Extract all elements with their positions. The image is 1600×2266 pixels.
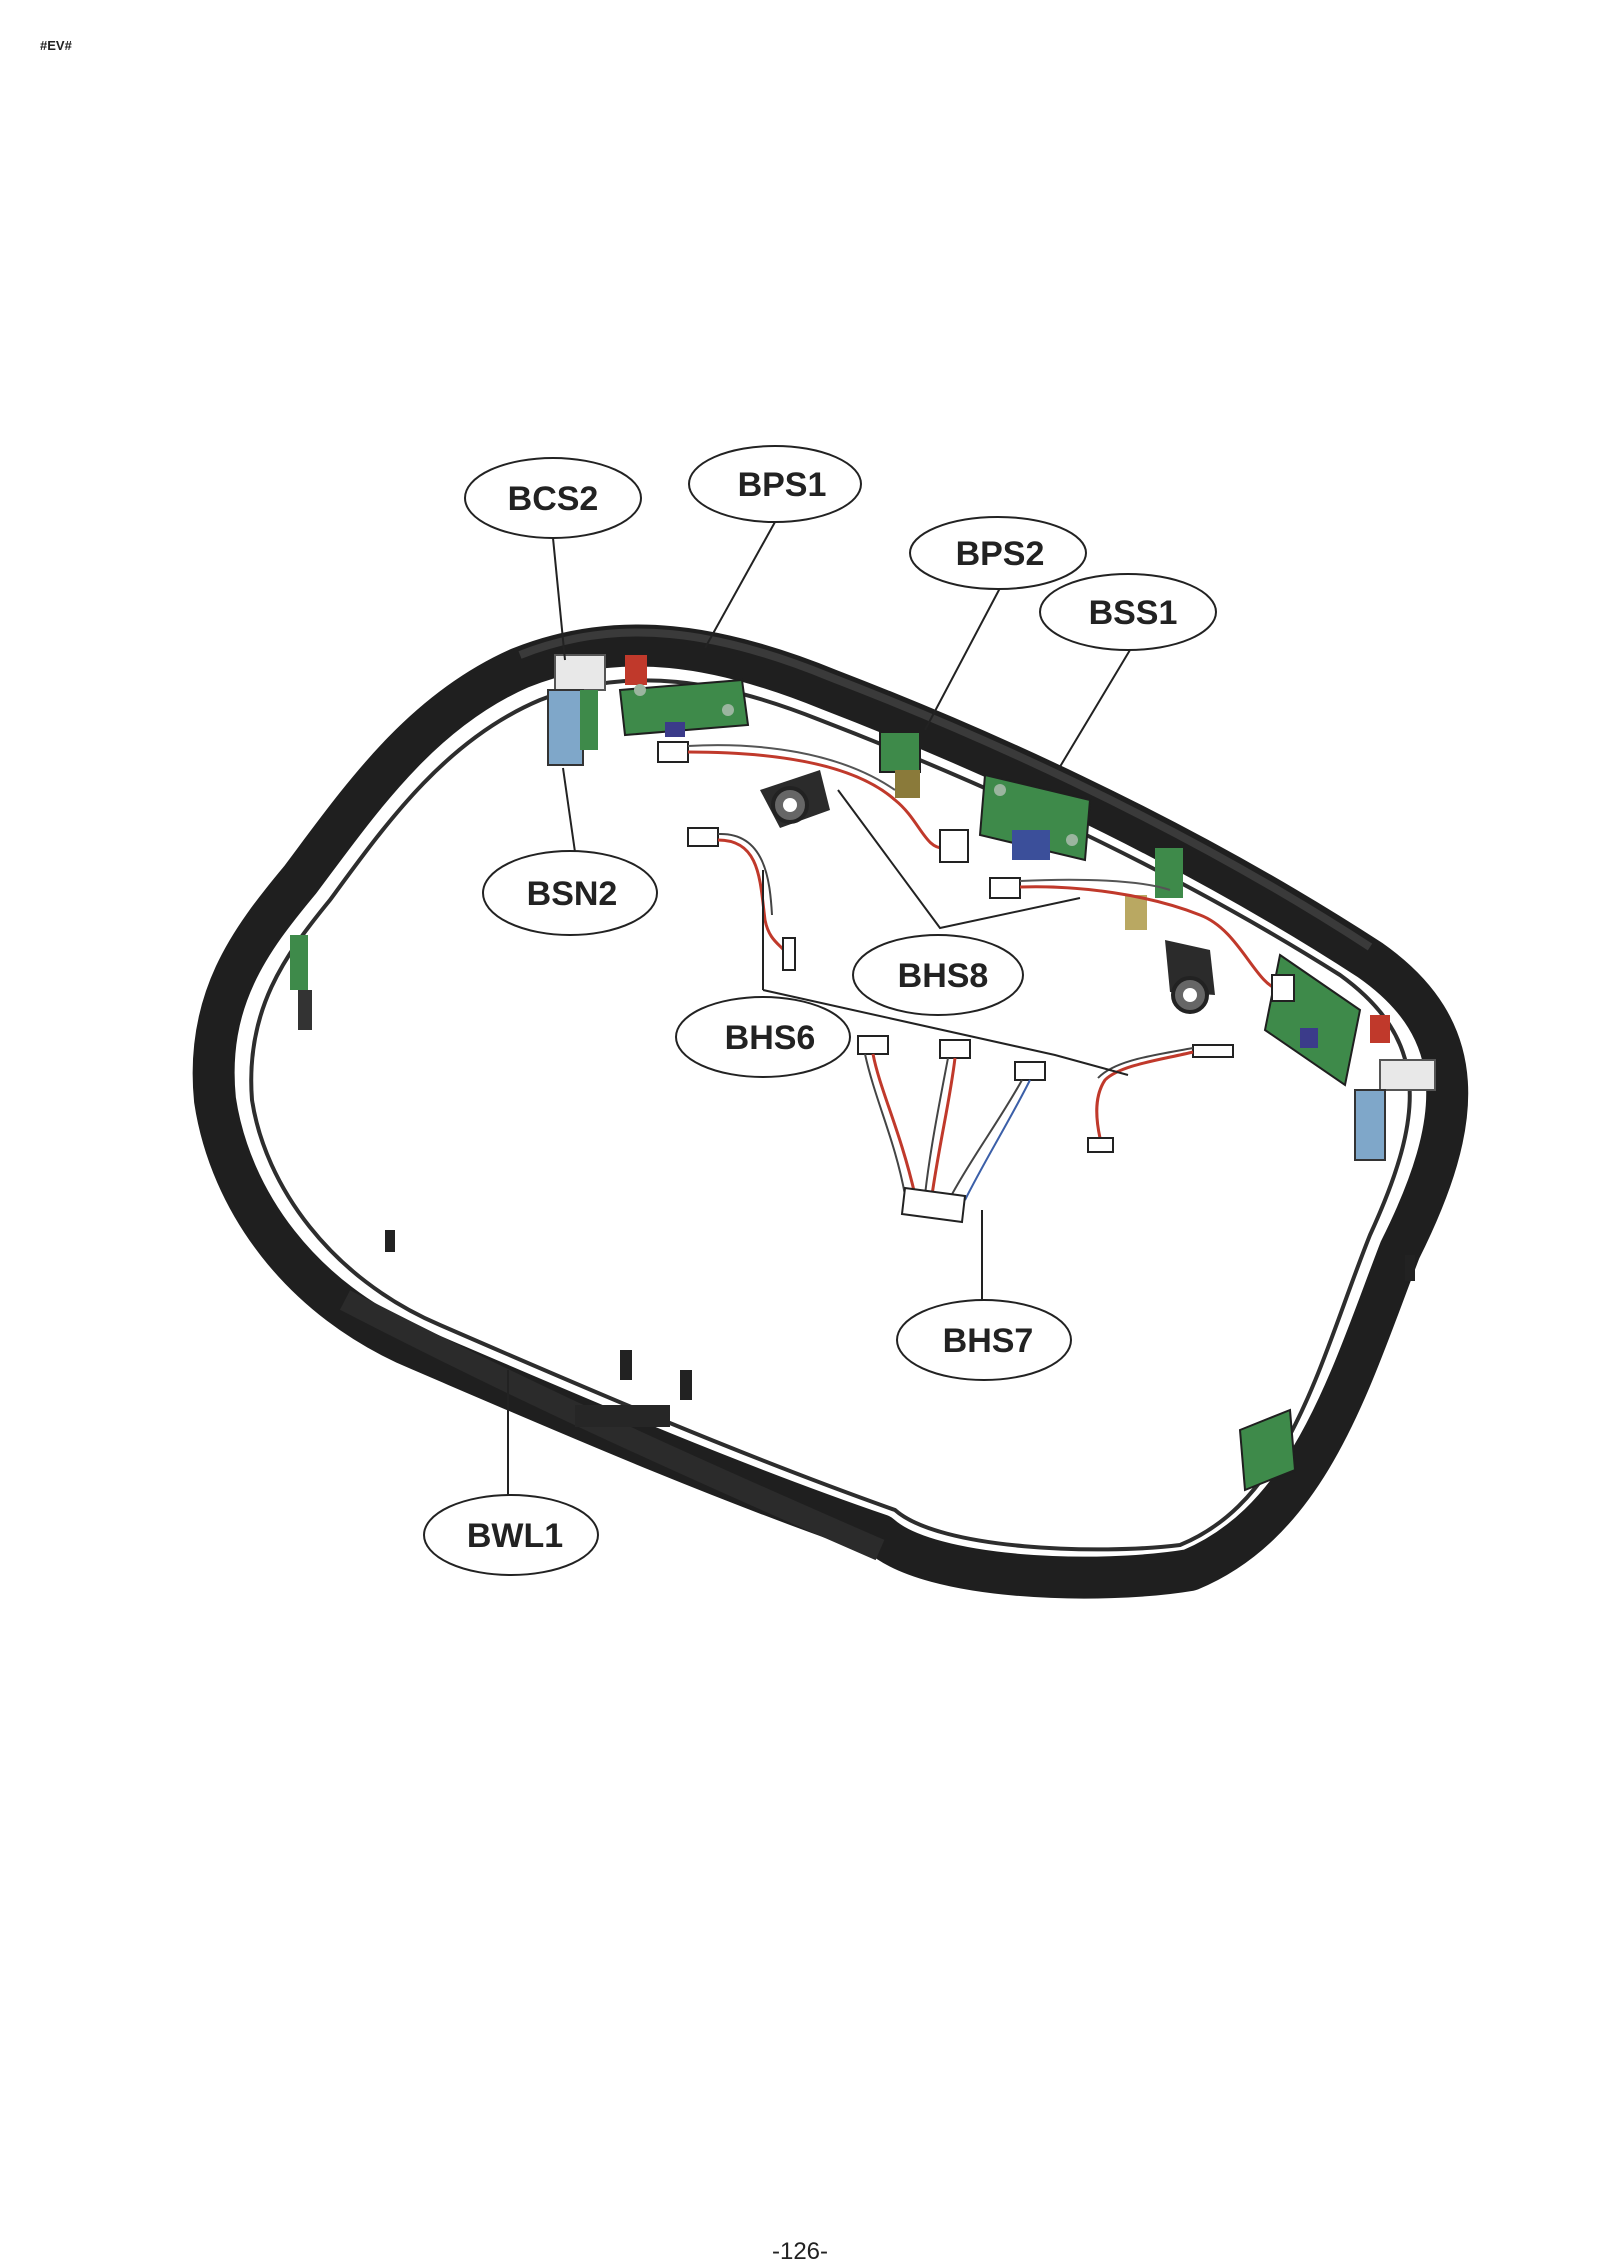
pcb-board [580, 690, 598, 750]
red-switch [1370, 1015, 1390, 1043]
harness-bhs7 [857, 1035, 1046, 1224]
page-number: -126- [771, 2238, 829, 2265]
ring-clip [680, 1370, 692, 1400]
callout-label: BSS1 [1089, 594, 1178, 632]
connector-outline [687, 827, 719, 847]
pcb-board [879, 731, 921, 773]
wire-red [717, 838, 792, 961]
callout-label: BHS8 [898, 957, 989, 995]
wire-dark [687, 744, 896, 791]
leader-bhs6 [762, 989, 1129, 1076]
connector-blue [1300, 1028, 1318, 1048]
pcb-bps1 [618, 655, 750, 737]
screw [1066, 834, 1078, 846]
connector [1125, 895, 1147, 930]
callout-label: BPS2 [956, 535, 1045, 573]
connector-blue [665, 722, 685, 737]
connector-outline [939, 829, 969, 863]
callout-label: BHS6 [725, 1019, 816, 1057]
ring-frame [192, 624, 1469, 1599]
callout-bwl1: BWL1 [423, 1494, 599, 1576]
callout-bsn2: BSN2 [482, 850, 658, 936]
callout-bss1: BSS1 [1039, 573, 1217, 651]
connector-outline [989, 877, 1021, 899]
callout-label: BCS2 [508, 480, 599, 518]
leader-bsn2 [562, 767, 576, 853]
ring-inner-edge [249, 678, 1412, 1552]
pcb-board [618, 678, 750, 737]
connector [895, 770, 920, 798]
connector-outline [1192, 1044, 1234, 1058]
leader-bps1 [704, 521, 776, 649]
screw [634, 684, 646, 696]
callout-label: BWL1 [467, 1517, 563, 1555]
wire-dark [864, 1053, 906, 1196]
wire-dark [949, 1079, 1023, 1199]
sensor-bottom-right [1238, 1408, 1297, 1492]
leader-bcs2 [552, 537, 566, 661]
wire-dark [1097, 1047, 1194, 1079]
mount-eyelet [1165, 940, 1215, 1014]
ring-clip [1405, 1255, 1415, 1281]
wire-blue [964, 1079, 1031, 1201]
ring-clip [620, 1350, 632, 1380]
pcb-bss1 [978, 773, 1092, 862]
red-switch [625, 655, 647, 685]
callout-label: BSN2 [527, 875, 618, 913]
connector-outline [657, 741, 689, 763]
callout-bps1: BPS1 [688, 445, 862, 523]
leader-bhs8 [837, 789, 1081, 930]
ring-clip [575, 1405, 670, 1427]
callout-bhs7: BHS7 [896, 1299, 1072, 1381]
connector-blue [1012, 830, 1050, 860]
pcb-board [290, 935, 308, 990]
wire-dark [1019, 878, 1171, 891]
wire-red [930, 1057, 957, 1196]
connector-outline [1087, 1137, 1114, 1153]
sensor-bcs2-bsn2 [547, 654, 606, 766]
sensor-mid-right [1125, 848, 1183, 930]
callout-label: BHS7 [943, 1322, 1034, 1360]
leader-bss1 [1057, 649, 1131, 771]
wire-dark [924, 1057, 949, 1196]
pcb-board [1238, 1408, 1297, 1492]
connector-outline [782, 937, 796, 971]
clip [298, 990, 312, 1030]
connector-outline [939, 1039, 971, 1059]
wire-red [1095, 1050, 1194, 1139]
sensor-bracket [547, 689, 584, 766]
wire-red [687, 750, 946, 850]
connector-white [1379, 1059, 1436, 1091]
connector-outline [1014, 1061, 1046, 1081]
screw [994, 784, 1006, 796]
connector-outline [900, 1186, 967, 1224]
wire-red [871, 1053, 917, 1196]
screw [722, 704, 734, 716]
connector-outline [857, 1035, 889, 1055]
callout-bhs6: BHS6 [675, 996, 851, 1078]
page-tag: #EV# [40, 38, 72, 53]
harness-on-ring [657, 741, 1295, 1002]
sensor-bps2 [879, 731, 921, 798]
callout-label: BPS1 [738, 466, 827, 504]
mount-eyelet [760, 770, 830, 828]
wire-red [1019, 885, 1281, 992]
pcb-board [978, 773, 1092, 862]
wire-dark [717, 832, 773, 916]
ring-top-highlight [518, 628, 1373, 951]
callout-bcs2: BCS2 [464, 457, 642, 539]
ring-clip [385, 1230, 395, 1252]
ring-outer-band [192, 624, 1469, 1599]
sensor-right-lower [1354, 1059, 1436, 1161]
harness-bhs6-left [687, 827, 796, 971]
harness-bhs6-right [1087, 1044, 1234, 1153]
sensor-left [290, 935, 312, 1030]
connector-outline [1271, 974, 1295, 1002]
leader-bps2 [924, 587, 1001, 731]
callout-bps2: BPS2 [909, 516, 1087, 590]
sensor-bracket [1354, 1089, 1386, 1161]
callout-bhs8: BHS8 [852, 934, 1024, 1016]
connector-white [554, 654, 606, 691]
